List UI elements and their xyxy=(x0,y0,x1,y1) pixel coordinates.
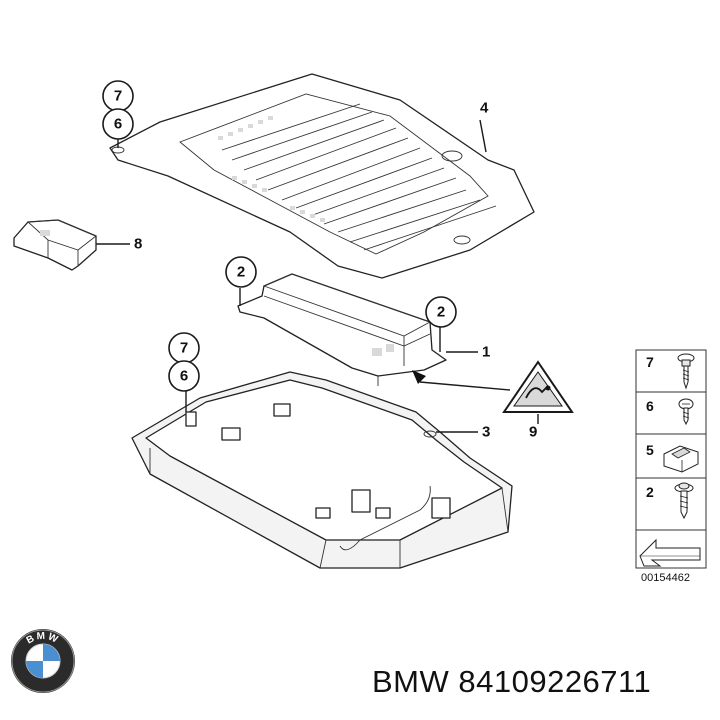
part-number-3: 3 xyxy=(482,424,490,441)
callout-2-right: 2 xyxy=(425,296,457,328)
part-3-housing xyxy=(131,371,513,569)
svg-text:6: 6 xyxy=(180,368,188,385)
svg-text:BMW: BMW xyxy=(25,631,61,647)
part-4-cover xyxy=(109,73,535,279)
legend-number-2: 2 xyxy=(646,484,654,500)
part-number-caption: BMW 84109226711 xyxy=(372,664,652,699)
electrical-hazard-triangle-icon xyxy=(502,360,574,413)
part-number-4: 4 xyxy=(480,100,489,117)
bmw-roundel-logo: BMW xyxy=(11,629,75,693)
part-8-bracket xyxy=(13,219,97,271)
callout-6-bottom: 6 xyxy=(168,360,200,392)
housing-bosses xyxy=(185,403,451,519)
svg-text:7: 7 xyxy=(114,88,122,105)
part-number-9: 9 xyxy=(529,424,537,441)
direction-arrow-icon xyxy=(639,538,701,567)
part-number-1: 1 xyxy=(482,344,490,361)
cover-slots xyxy=(218,116,325,222)
svg-text:6: 6 xyxy=(114,116,122,133)
callout-7-top: 7 xyxy=(102,80,134,112)
cover-ribs xyxy=(221,103,497,251)
svg-text:7: 7 xyxy=(180,340,188,357)
self-tapping-screw-icon xyxy=(677,353,695,390)
legend-panel: 7 6 5 2 xyxy=(635,349,707,584)
svg-text:2: 2 xyxy=(437,304,445,321)
callout-6-top: 6 xyxy=(102,108,134,140)
hex-screw-icon xyxy=(678,398,694,426)
washer-screw-icon xyxy=(674,482,694,520)
legend-number-6: 6 xyxy=(646,398,654,414)
callout-2-left: 2 xyxy=(225,256,257,288)
part-1-control-unit xyxy=(237,273,447,386)
svg-text:2: 2 xyxy=(237,264,245,281)
reference-code: 00154462 xyxy=(641,572,690,584)
clip-nut-icon xyxy=(663,445,699,473)
part-number-8: 8 xyxy=(134,236,142,253)
callout-7-bottom: 7 xyxy=(168,332,200,364)
legend-number-5: 5 xyxy=(646,442,654,458)
legend-number-7: 7 xyxy=(646,354,654,370)
